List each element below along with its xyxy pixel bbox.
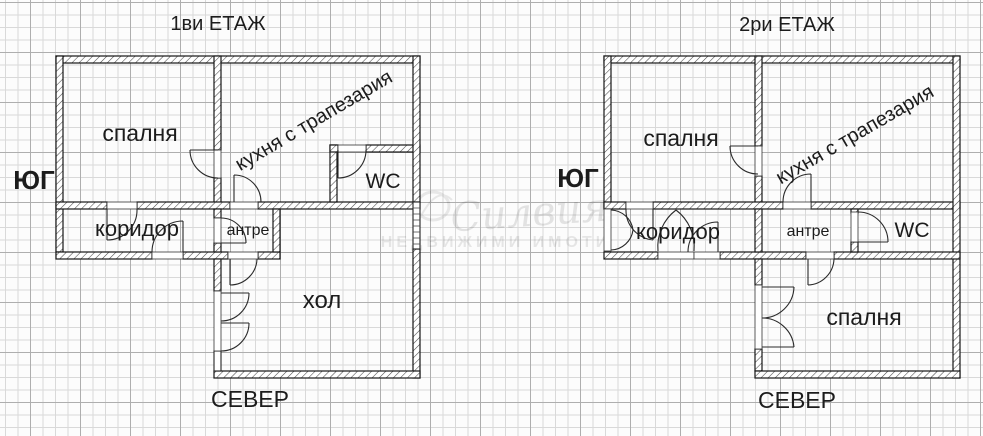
compass-south-label: ЮГ <box>13 165 55 195</box>
wall-segment <box>55 201 108 210</box>
window-opening <box>754 284 763 350</box>
compass-north-label: СЕВЕР <box>758 387 836 413</box>
door-opening <box>782 201 812 210</box>
door-arc <box>729 145 759 175</box>
floor-plan-1: 1ви ЕТАЖ ЮГ СЕВЕР спалня кухня с трапеза… <box>13 13 421 412</box>
room-label-kitchen: кухня с трапезария <box>232 66 397 175</box>
wall-segment <box>412 55 421 203</box>
wall-segment <box>850 241 859 253</box>
door-arc <box>687 221 719 253</box>
wall-segment <box>810 201 961 210</box>
room-label-entry: антре <box>787 223 830 240</box>
room-label-wc: WC <box>366 170 401 193</box>
door-opening <box>805 251 835 260</box>
wall-segment <box>136 201 231 210</box>
door-arc <box>782 173 812 203</box>
wall-segment <box>833 251 961 260</box>
door-arc <box>220 217 247 244</box>
wall-segment <box>329 144 338 203</box>
wall-segment <box>329 144 339 153</box>
watermark-logo-icon <box>415 190 453 223</box>
wall-segment <box>603 55 612 210</box>
wall-segment <box>213 258 222 292</box>
wall-segment <box>603 251 659 260</box>
door-arc <box>220 292 250 322</box>
wall-segment <box>754 348 763 372</box>
wall-segment <box>213 55 222 151</box>
casement-window-arcs <box>610 209 634 251</box>
room-label-kitchen: кухня с трапезария <box>772 81 937 189</box>
wall-segment <box>603 201 627 210</box>
room-label-bedroom: спалня <box>102 120 177 146</box>
room-label-wc: WC <box>895 219 930 242</box>
door-opening <box>213 290 222 352</box>
door-opening <box>213 217 222 244</box>
door-arc <box>337 149 367 179</box>
window-rungs <box>413 207 420 245</box>
wall-segment <box>55 55 421 64</box>
wall-segment <box>365 144 421 153</box>
door-arc <box>189 149 219 179</box>
door-opening <box>151 251 184 260</box>
window <box>412 201 421 250</box>
door-arc <box>220 322 250 352</box>
door-opening <box>227 251 259 260</box>
wall-segment <box>754 258 763 286</box>
room-label-corridor: коридор <box>95 216 179 241</box>
room-label-bedroom-south: спалня <box>643 125 718 151</box>
watermark: Силвия НЕДВИЖИМИ ИМОТИ <box>381 185 611 251</box>
wall-segment <box>257 201 421 210</box>
wall-segment <box>213 370 421 379</box>
door-opening <box>337 144 367 153</box>
room-label-living: хол <box>303 287 342 314</box>
watermark-caps-text: НЕДВИЖИМИ ИМОТИ <box>381 234 611 251</box>
wall-segment <box>652 201 784 210</box>
wall-segment <box>952 55 961 379</box>
watermark-script-text: Силвия <box>449 185 609 242</box>
window-opening <box>657 251 695 260</box>
casement-window-arcs <box>761 286 795 348</box>
wall-segment <box>754 370 961 379</box>
wall-segment <box>213 350 222 372</box>
door-opening <box>693 251 721 260</box>
door-opening <box>229 201 259 210</box>
wall-segment <box>213 242 222 253</box>
door-arc <box>233 174 262 203</box>
wall-segment <box>272 208 281 253</box>
door-arc <box>857 211 889 243</box>
door-arc <box>151 220 184 253</box>
room-label-bedroom-north: спалня <box>826 304 901 330</box>
compass-south-label: ЮГ <box>557 163 599 193</box>
door-opening <box>754 145 763 177</box>
wall-segment <box>213 208 222 219</box>
window-opening <box>603 208 612 252</box>
door-opening <box>213 149 222 179</box>
door-opening <box>625 201 654 210</box>
room-label-entry: антре <box>227 222 270 239</box>
door-arc <box>229 258 258 286</box>
casement-window-arcs <box>657 209 695 252</box>
wall-segment <box>754 208 763 253</box>
door-arc <box>807 258 835 286</box>
wall-segment <box>55 251 153 260</box>
floor2-title: 2ри ЕТАЖ <box>739 14 835 36</box>
compass-north-label: СЕВЕР <box>211 386 289 412</box>
wall-segment <box>182 251 229 260</box>
room-label-corridor: коридор <box>636 219 720 244</box>
wall-segment <box>754 55 763 147</box>
wall-segment <box>412 248 421 379</box>
wall-segment <box>257 251 281 260</box>
wall-segment <box>603 55 961 64</box>
door-opening <box>106 201 138 210</box>
door-arc <box>106 208 138 241</box>
door-opening <box>850 211 859 243</box>
wall-segment <box>55 55 64 253</box>
wall-segment <box>719 251 807 260</box>
floor1-title: 1ви ЕТАЖ <box>170 13 266 35</box>
floor-plan-2: 2ри ЕТАЖ ЮГ СЕВЕР спалня кухня с трапеза… <box>557 14 961 413</box>
